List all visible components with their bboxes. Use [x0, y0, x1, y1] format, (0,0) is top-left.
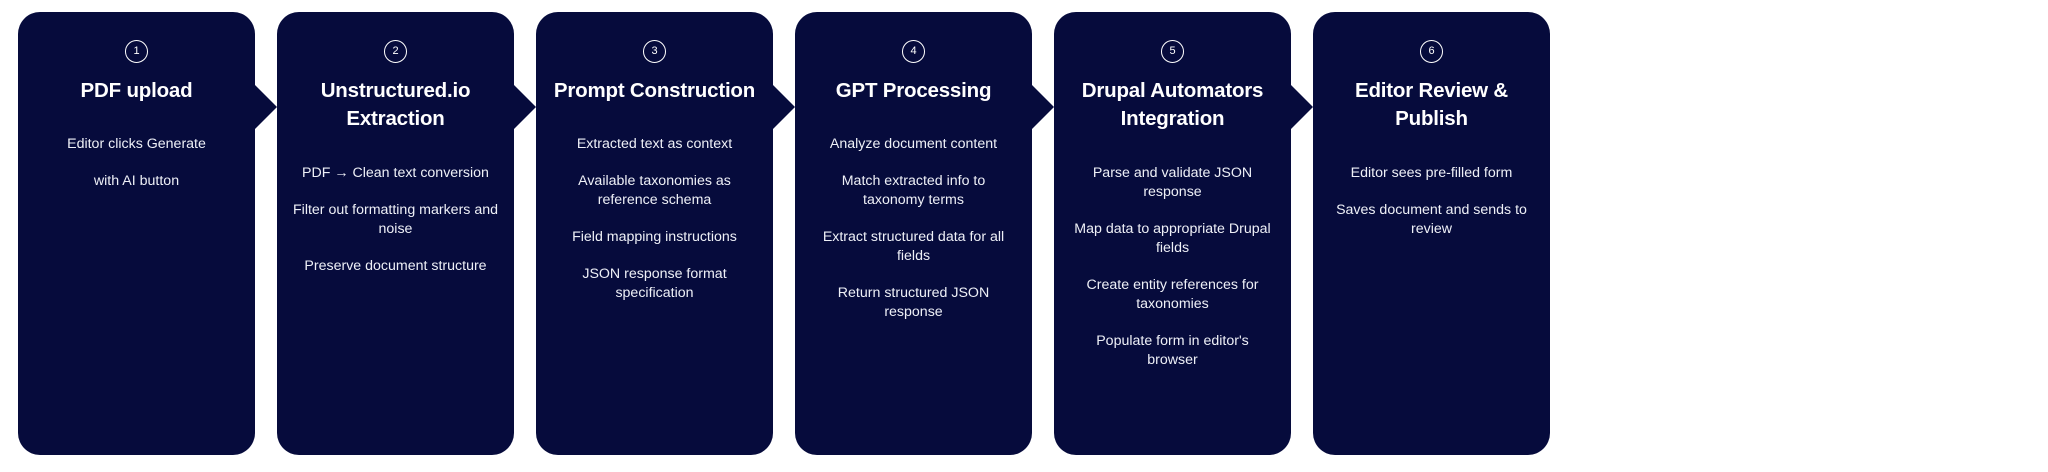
step-title: GPT Processing	[835, 79, 992, 102]
step-detail-line: Map data to appropriate Drupal fields	[1074, 220, 1271, 256]
step-number-badge: 1	[125, 40, 148, 63]
step-detail-line: JSON response format specification	[582, 266, 727, 302]
step-detail-line: Saves document and sends to review	[1336, 201, 1527, 237]
step-detail-list: Editor clicks Generate with AI button	[34, 135, 239, 191]
step-detail-line: Preserve document structure	[304, 257, 487, 274]
step-detail-line: Populate form in editor's browser	[1096, 332, 1249, 368]
step-detail-line: Editor clicks Generate	[67, 136, 206, 153]
step-title: Editor Review & Publish	[1354, 79, 1509, 131]
arrow-right-icon	[772, 84, 795, 130]
step-number-badge: 6	[1420, 40, 1443, 63]
step-detail-line: Available taxonomies as reference schema	[578, 173, 731, 209]
step-detail-line: Extracted text as context	[576, 136, 733, 153]
step-detail-line: Match extracted info to taxonomy terms	[841, 173, 986, 209]
step-detail-line: Editor sees pre-filled form	[1350, 164, 1513, 181]
step-detail-line: Create entity references for taxonomies	[1086, 276, 1259, 312]
arrow-right-icon	[254, 84, 277, 130]
arrow-right-icon	[1031, 84, 1054, 130]
step-detail-line: Analyze document content	[829, 136, 998, 153]
step-detail-line: Filter out formatting markers and noise	[293, 201, 499, 237]
step-detail-line: Return structured JSON response	[837, 285, 990, 321]
step-detail-line: PDF → Clean text conversion	[302, 164, 489, 181]
step-number-badge: 2	[384, 40, 407, 63]
arrow-right-icon	[513, 84, 536, 130]
step-detail-line: Extract structured data for all fields	[822, 229, 1005, 265]
arrow-right-icon	[1290, 84, 1313, 130]
step-title: Drupal Automators Integration	[1081, 79, 1264, 131]
step-number-badge: 3	[643, 40, 666, 63]
step-number-badge: 4	[902, 40, 925, 63]
step-title: PDF upload	[80, 79, 193, 102]
step-detail-line: Parse and validate JSON response	[1092, 164, 1253, 200]
step-detail-line: Field mapping instructions	[572, 229, 737, 246]
step-title: Prompt Construction	[553, 79, 756, 102]
step-number-badge: 5	[1161, 40, 1184, 63]
step-detail-line: with AI button	[93, 173, 180, 190]
step-title: Unstructured.io Extraction	[320, 79, 471, 131]
